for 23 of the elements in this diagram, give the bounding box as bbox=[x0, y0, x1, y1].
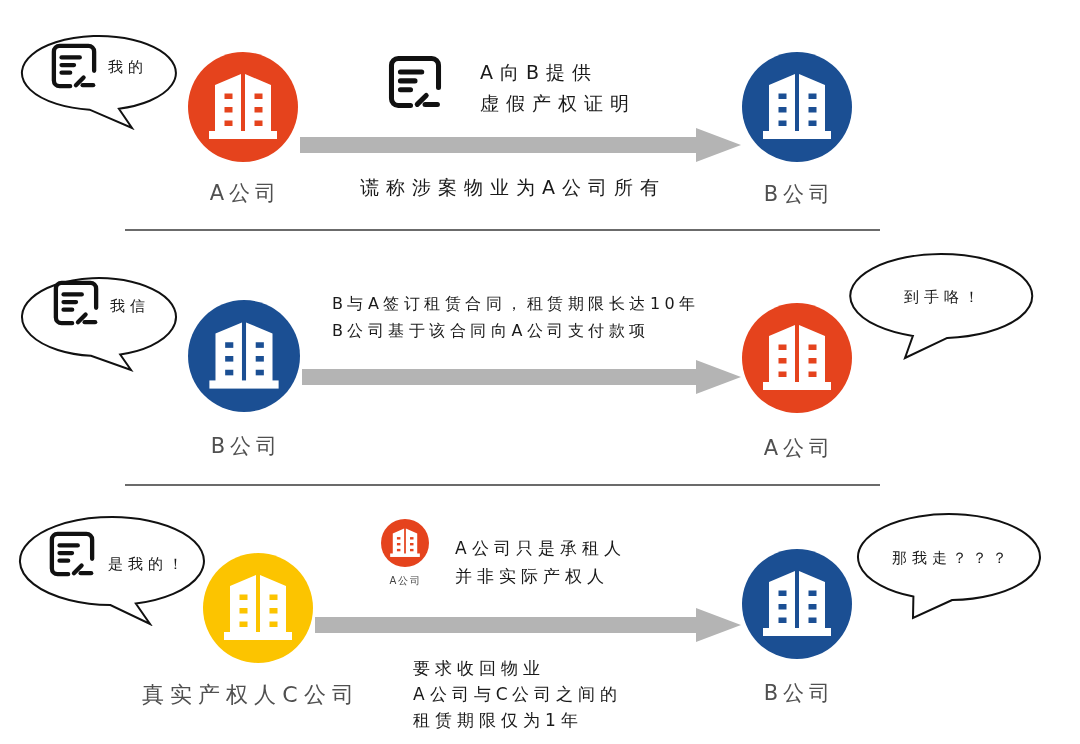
speech-bubble bbox=[848, 252, 1034, 360]
speech-bubble bbox=[18, 515, 206, 626]
company-name: 真实产权人C公司 bbox=[141, 680, 360, 709]
company-name: B公司 bbox=[209, 432, 283, 460]
note-text: 要求收回物业 bbox=[413, 657, 545, 680]
arrow bbox=[302, 360, 741, 394]
company-name: B公司 bbox=[762, 679, 836, 707]
speech-bubble bbox=[856, 512, 1042, 620]
note-text: A公司与C公司之间的租赁期限仅为1年 bbox=[413, 683, 623, 732]
company-name: A公司 bbox=[388, 574, 423, 588]
note-text: 谎称涉案物业为A公司所有 bbox=[360, 175, 666, 200]
bubble-text: 到手咯！ bbox=[902, 287, 984, 308]
bubble-text: 那我走？？？ bbox=[890, 548, 1012, 569]
company-name: A公司 bbox=[762, 434, 836, 462]
speech-bubble bbox=[20, 34, 178, 130]
company-name: A公司 bbox=[208, 179, 282, 207]
bubble-text: 我的 bbox=[108, 57, 148, 78]
company-name: B公司 bbox=[762, 180, 836, 208]
bubble-text: 我信 bbox=[110, 296, 150, 317]
arrow bbox=[315, 608, 741, 642]
arrow bbox=[300, 128, 741, 162]
speech-bubble bbox=[20, 276, 178, 372]
bubble-text: 是我的！ bbox=[108, 554, 188, 575]
